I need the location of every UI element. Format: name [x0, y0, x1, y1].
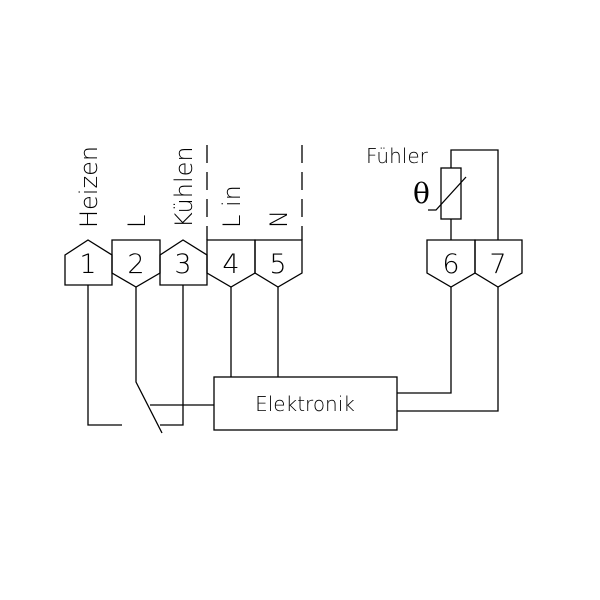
terminal-2-label: L	[123, 215, 151, 228]
wire-terminal-3	[160, 285, 184, 426]
electronics-module-box	[213, 376, 398, 431]
wire-terminal-1	[87, 285, 122, 426]
sensor-ntc-slash	[428, 176, 467, 211]
terminal-7-shape	[474, 239, 523, 288]
terminal-2-shape	[111, 239, 161, 288]
electronics-module-label: Elektronik	[255, 392, 355, 416]
terminal-4-label: L in	[218, 185, 246, 228]
terminal-1-label: Heizen	[75, 146, 103, 228]
terminal-6-number: 6	[442, 249, 459, 280]
sensor-resistor-body	[440, 167, 462, 220]
terminal-5-label: N	[265, 210, 293, 228]
terminal-3-number: 3	[174, 249, 191, 280]
terminal-4-shape	[206, 239, 256, 288]
terminal-block-left	[64, 239, 303, 288]
terminal-4-number: 4	[222, 249, 239, 280]
terminal-5-number: 5	[269, 249, 286, 280]
terminal-3-label: Kühlen	[170, 146, 198, 228]
theta-symbol: θ	[413, 177, 430, 210]
terminal-5-shape	[254, 239, 303, 288]
terminal-1-number: 1	[79, 249, 96, 280]
wire-sensor-to-terminal-7	[450, 149, 499, 240]
sensor-label: Fühler	[366, 144, 429, 168]
terminal-block-right	[426, 239, 523, 288]
terminal-2-number: 2	[127, 249, 144, 280]
wire-terminal-7	[397, 287, 499, 412]
wire-terminal-2	[135, 287, 163, 434]
wire-terminal-6	[397, 287, 452, 394]
sensor-thermistor	[428, 167, 467, 220]
wires	[87, 149, 499, 434]
terminal-6-shape	[426, 239, 476, 288]
terminal-7-number: 7	[489, 249, 506, 280]
